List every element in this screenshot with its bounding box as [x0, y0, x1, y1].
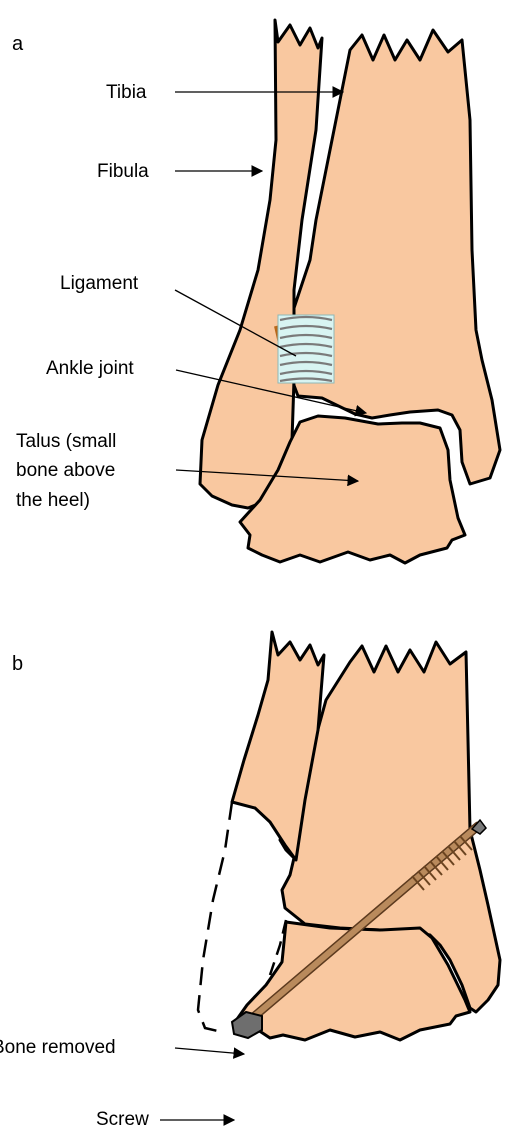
panel-b-letter: b	[12, 653, 23, 675]
ligament-a	[276, 315, 334, 383]
bone-removed-label: Bone removed	[0, 1037, 116, 1058]
screw-label: Screw	[96, 1109, 149, 1130]
screw-head	[232, 1012, 262, 1038]
bone-removed-outline	[198, 802, 232, 1032]
tibia-label: Tibia	[106, 82, 147, 103]
talus-label-line2: bone above	[16, 460, 115, 481]
ankle-joint-label: Ankle joint	[46, 358, 134, 379]
panel-a: a Tibia Fibula Ligame	[12, 20, 500, 563]
panel-a-letter: a	[12, 33, 24, 55]
ligament-label: Ligament	[60, 273, 139, 294]
bone-removed-leader	[175, 1048, 244, 1054]
talus-label-line1: Talus (small	[16, 431, 116, 452]
fibula-label: Fibula	[97, 161, 149, 182]
talus-bone-b	[235, 922, 470, 1040]
panel-b: b	[0, 632, 500, 1130]
talus-label-line3: the heel)	[16, 490, 90, 511]
